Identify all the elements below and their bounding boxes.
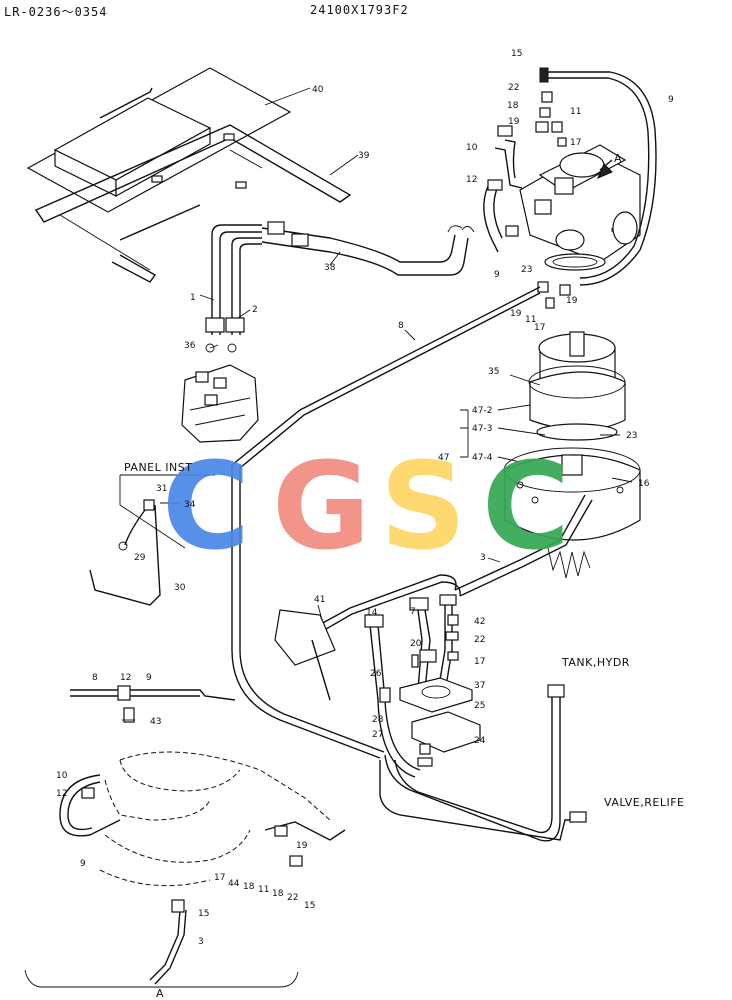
callout: 3 <box>480 553 486 563</box>
callout: 30 <box>174 583 186 593</box>
swivel-joint <box>519 144 641 271</box>
callout: 22 <box>508 83 519 93</box>
callout: 47-4 <box>472 453 493 463</box>
callout: 27 <box>372 730 383 740</box>
callout: 19 <box>510 309 522 319</box>
callout: 29 <box>134 553 146 563</box>
callout: 15 <box>198 909 209 919</box>
watermark-letter-2: G <box>272 438 371 577</box>
callout: 43 <box>150 717 161 727</box>
callout: 23 <box>521 265 532 275</box>
callout: 9 <box>80 859 86 869</box>
label-view-a-mark: A <box>614 152 622 165</box>
hose-8 <box>231 286 541 650</box>
callout: 17 <box>474 657 485 667</box>
callout: 1 <box>190 293 196 303</box>
callout: 12 <box>56 789 67 799</box>
callout: 8 <box>92 673 98 683</box>
callout: 15 <box>511 49 522 59</box>
callout: 2 <box>252 305 258 315</box>
label-tank-hydr: TANK,HYDR <box>561 656 630 669</box>
hose-2 <box>231 237 262 335</box>
callout: 36 <box>184 341 196 351</box>
watermark-letter-4: C <box>482 438 570 577</box>
callout: 22 <box>474 635 485 645</box>
watermark-letter-1: C <box>162 438 250 577</box>
callout: 19 <box>508 117 520 127</box>
callout: 22 <box>287 893 298 903</box>
callout: 28 <box>372 715 384 725</box>
callout: 31 <box>156 484 167 494</box>
hose-1 <box>211 224 262 335</box>
callout: 10 <box>56 771 68 781</box>
callout: 8 <box>398 321 404 331</box>
callouts: 15 22 18 11 19 17 10 12 9 9 23 40 39 38 … <box>56 49 674 947</box>
callout: 42 <box>474 617 485 627</box>
callout: 20 <box>410 639 422 649</box>
hose-12 <box>483 185 499 253</box>
callout: 44 <box>228 879 240 889</box>
callout: 26 <box>370 669 382 679</box>
callout: 19 <box>296 841 308 851</box>
callout: 9 <box>494 270 500 280</box>
callout: 7 <box>410 607 416 617</box>
hose-to-tank <box>384 690 561 842</box>
callout: 16 <box>638 479 650 489</box>
hose-9-loop <box>548 71 657 286</box>
header-left-code: LR-0236～0354 <box>4 5 108 19</box>
panel-inst-assembly <box>89 474 215 606</box>
watermark-letter-3: S <box>380 438 466 577</box>
callout: 17 <box>570 138 581 148</box>
callout: 18 <box>272 889 284 899</box>
watermark: C G S C <box>162 438 570 577</box>
callout: 9 <box>146 673 152 683</box>
header-drawing-number: 24100X1793F2 <box>310 3 409 17</box>
callout: 40 <box>312 85 324 95</box>
callout: 37 <box>474 681 485 691</box>
callout: 15 <box>304 901 315 911</box>
callout: 35 <box>488 367 499 377</box>
callout: 47-2 <box>472 406 492 416</box>
callout: 25 <box>474 701 485 711</box>
callout: 3 <box>198 937 204 947</box>
label-view-a-caption: A <box>156 987 164 1000</box>
callout: 47 <box>438 453 449 463</box>
callout: 9 <box>668 95 674 105</box>
callout: 11 <box>570 107 581 117</box>
hose-41 <box>309 574 457 631</box>
callout: 19 <box>566 296 578 306</box>
callout: 17 <box>214 873 225 883</box>
callout: 39 <box>358 151 370 161</box>
callout: 23 <box>626 431 637 441</box>
label-panel-inst: PANEL INST <box>124 461 192 474</box>
callout: 18 <box>507 101 519 111</box>
callout: 12 <box>466 175 477 185</box>
inset-view-a <box>24 685 346 988</box>
callout: 10 <box>466 143 478 153</box>
callout: 24 <box>474 736 486 746</box>
hose-38 <box>261 227 456 263</box>
callout: 38 <box>324 263 336 273</box>
label-valve-relife: VALVE,RELIFE <box>604 796 684 809</box>
control-valve-body <box>181 364 259 443</box>
callout: 18 <box>243 882 255 892</box>
battery-frame-assembly <box>26 67 352 283</box>
callout: 17 <box>534 323 545 333</box>
callout: 11 <box>525 315 536 325</box>
callout: 41 <box>314 595 325 605</box>
callout: 34 <box>184 500 196 510</box>
callout: 47-3 <box>472 424 492 434</box>
callout: 11 <box>258 885 269 895</box>
callout: 14 <box>366 608 378 618</box>
swing-motor <box>503 331 641 579</box>
hose-10 <box>494 147 523 189</box>
callout: 12 <box>120 673 131 683</box>
hose-3 <box>454 494 586 591</box>
